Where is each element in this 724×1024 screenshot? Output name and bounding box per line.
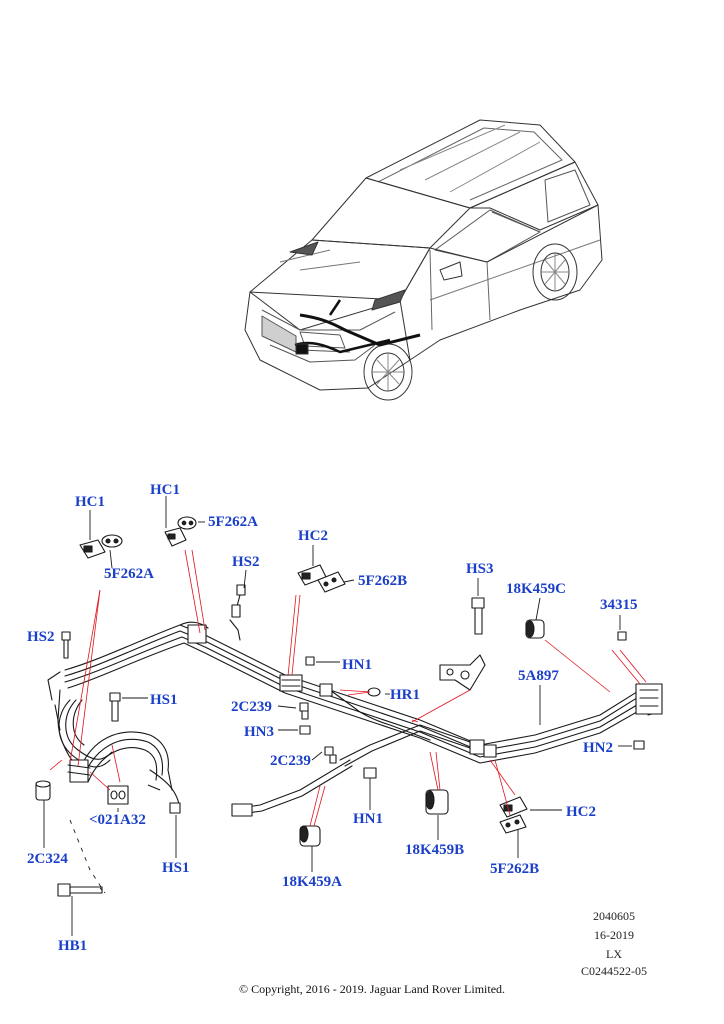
callout-hn1-bottom: HN1 (353, 811, 383, 827)
callout-hs2-left: HS2 (27, 629, 55, 645)
callout-5f262b-bottom: 5F262B (490, 861, 539, 877)
callout-18k459b: 18K459B (405, 842, 464, 858)
drawing-code-1: 2040605 (593, 909, 635, 923)
callout-5f262a-top: 5F262A (208, 514, 258, 530)
callout-leaders (43, 496, 632, 936)
callout-5a897: 5A897 (518, 668, 559, 684)
callout-hn3: HN3 (244, 724, 274, 740)
drawing-code-4: C0244522-05 (581, 964, 647, 978)
vehicle-illustration (244, 119, 603, 401)
callout-hc2-top: HC2 (298, 528, 328, 544)
callout-hs2-mid: HS2 (232, 554, 260, 570)
callout-18k459a: 18K459A (282, 874, 342, 890)
callout-5f262a-left: 5F262A (104, 566, 154, 582)
callout-hs3: HS3 (466, 561, 494, 577)
callout-hn1-mid: HN1 (342, 657, 372, 673)
callout-2c239-b: 2C239 (270, 753, 311, 769)
small-parts (35, 516, 645, 897)
callout-021a32: <021A32 (89, 812, 146, 828)
pipe-assembly (47, 594, 663, 817)
callout-18k459c: 18K459C (506, 581, 566, 597)
drawing-code-2: 16-2019 (594, 928, 634, 942)
callout-hs1-top: HS1 (150, 692, 178, 708)
callout-5f262b-top: 5F262B (358, 573, 407, 589)
callout-hs1-bottom: HS1 (162, 860, 190, 876)
callout-hr1: HR1 (390, 687, 420, 703)
callout-2c239-a: 2C239 (231, 699, 272, 715)
callout-labels: HC1 HC1 5F262A 5F262A HS2 HC2 5F262B HS3… (27, 482, 638, 954)
callout-hc1-top: HC1 (150, 482, 180, 498)
callout-hc1-left: HC1 (75, 494, 105, 510)
callout-2c324: 2C324 (27, 851, 68, 867)
callout-34315: 34315 (600, 597, 638, 613)
drawing-codes: 2040605 16-2019 LX C0244522-05 (581, 909, 647, 978)
copyright-text: © Copyright, 2016 - 2019. Jaguar Land Ro… (239, 982, 505, 996)
leader-lines (49, 549, 647, 827)
callout-hc2-bottom: HC2 (566, 804, 596, 820)
drawing-code-3: LX (606, 947, 622, 961)
callout-hb1: HB1 (58, 938, 87, 954)
callout-hn2: HN2 (583, 740, 613, 756)
